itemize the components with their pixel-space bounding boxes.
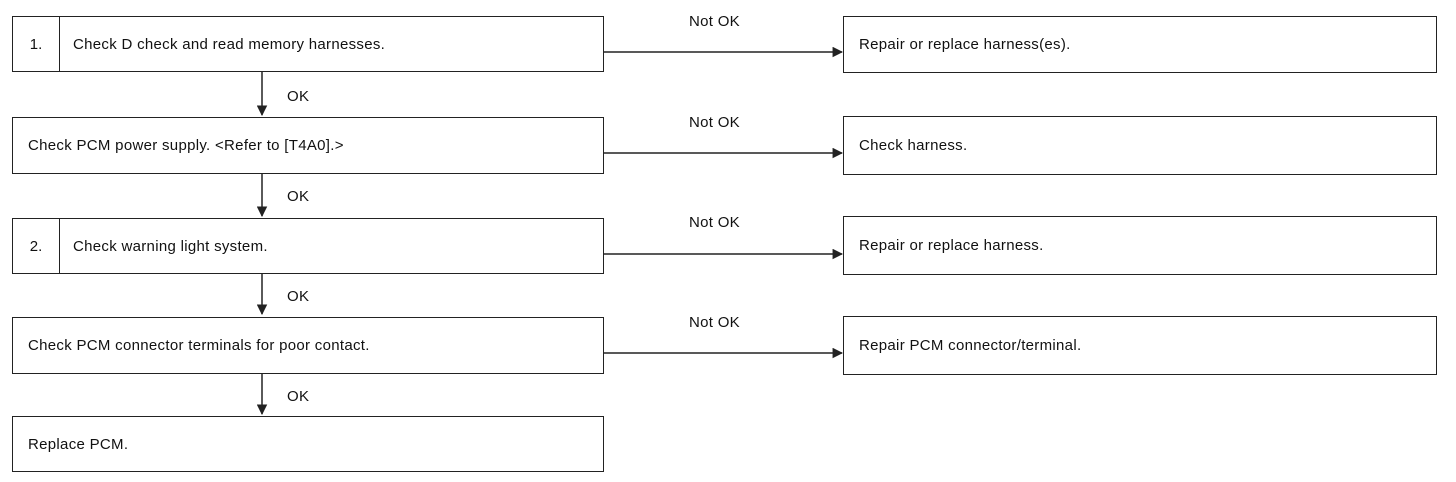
step-box-4: Check PCM connector terminals for poor c… [12, 317, 604, 374]
remedy-text: Repair PCM connector/terminal. [859, 337, 1082, 354]
ok-label: OK [287, 288, 310, 305]
remedy-text: Repair or replace harness. [859, 237, 1044, 254]
step-number: 2. [13, 219, 60, 273]
ok-label: OK [287, 188, 310, 205]
step-text: Replace PCM. [28, 435, 129, 453]
not-ok-label: Not OK [689, 114, 740, 131]
step-box-1: 1. Check D check and read memory harness… [12, 16, 604, 72]
step-text: Check PCM connector terminals for poor c… [28, 337, 370, 354]
step-box-3: 2. Check warning light system. [12, 218, 604, 274]
not-ok-label: Not OK [689, 214, 740, 231]
step-number: 1. [13, 17, 60, 71]
not-ok-label: Not OK [689, 13, 740, 30]
ok-label: OK [287, 388, 310, 405]
ok-label: OK [287, 88, 310, 105]
remedy-box-2: Check harness. [843, 116, 1437, 175]
step-box-2: Check PCM power supply. <Refer to [T4A0]… [12, 117, 604, 174]
remedy-text: Repair or replace harness(es). [859, 36, 1071, 53]
not-ok-label: Not OK [689, 314, 740, 331]
step-text: Check PCM power supply. <Refer to [T4A0]… [28, 137, 344, 154]
step-text: Check warning light system. [73, 237, 268, 255]
remedy-box-4: Repair PCM connector/terminal. [843, 316, 1437, 375]
step-box-5: Replace PCM. [12, 416, 604, 472]
step-text: Check D check and read memory harnesses. [73, 35, 386, 53]
remedy-box-1: Repair or replace harness(es). [843, 16, 1437, 73]
remedy-box-3: Repair or replace harness. [843, 216, 1437, 275]
remedy-text: Check harness. [859, 137, 968, 154]
